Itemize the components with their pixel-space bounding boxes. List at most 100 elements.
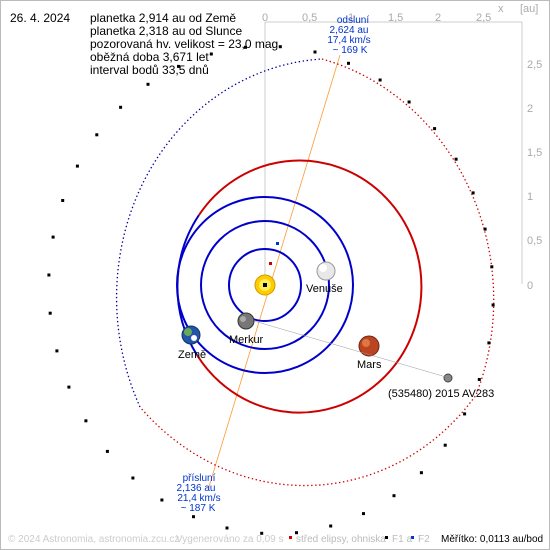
earth-icon xyxy=(181,325,201,345)
y-tick-2: 2 xyxy=(527,103,533,115)
orbit-position-marker xyxy=(61,199,65,202)
ellipse-center-marker xyxy=(269,262,272,265)
perihelion-title: přísluní xyxy=(183,473,216,484)
orbit-position-marker xyxy=(477,378,481,381)
venus-orbit xyxy=(200,220,330,350)
asteroid-icon xyxy=(443,373,453,383)
axes: x [au] 0 0,5 1 1,5 2 2,5 2,5 2 1,5 1 0,5… xyxy=(262,3,542,292)
distance-from-sun: planetka 2,318 au od Slunce xyxy=(90,24,243,38)
x-tick-2-5: 2,5 xyxy=(476,12,491,24)
aphelion-temp: ~ 169 K xyxy=(333,45,368,56)
x-tick-0: 0 xyxy=(262,12,268,24)
apsis-line xyxy=(207,54,341,491)
sun-icon xyxy=(254,274,276,296)
planet-orbits xyxy=(176,159,423,414)
y-tick-1-5: 1,5 xyxy=(527,147,542,159)
orbit-position-marker xyxy=(47,273,51,277)
scale-text: Měřítko: 0,0113 au/bod xyxy=(441,534,544,545)
orbit-position-marker xyxy=(75,164,79,168)
orbit-position-marker xyxy=(487,341,491,345)
orbit-position-marker xyxy=(329,524,333,528)
legend-f1-marker xyxy=(385,536,388,539)
orbit-position-marker xyxy=(209,52,213,56)
orbit-position-markers xyxy=(47,45,495,535)
asteroid-orbit xyxy=(115,58,495,487)
orbit-position-marker xyxy=(490,265,494,269)
distance-from-earth: planetka 2,914 au od Země xyxy=(90,11,237,25)
orbit-position-marker xyxy=(105,449,109,453)
orbit-position-marker xyxy=(84,419,88,423)
mars-orbit-near-half xyxy=(196,159,423,414)
orbit-position-marker xyxy=(160,498,164,502)
orbit-position-marker xyxy=(362,512,365,516)
copyright-text: © 2024 Astronomia, astronomia.zcu.cz xyxy=(8,534,180,545)
point-interval: interval bodů 33,5 dnů xyxy=(90,63,209,77)
venus-label: Venuše xyxy=(306,283,343,295)
orbit-position-marker xyxy=(433,127,437,131)
legend-f2-marker xyxy=(411,536,414,539)
legend-center-marker xyxy=(289,536,292,539)
mars-label: Mars xyxy=(357,359,382,371)
orbit-position-marker xyxy=(454,157,458,161)
x-axis-label: x xyxy=(498,3,504,15)
orbit-position-marker xyxy=(407,100,411,104)
orbit-position-marker xyxy=(146,82,150,86)
mercury-label: Merkur xyxy=(229,334,264,346)
orbit-position-marker xyxy=(67,385,71,389)
y-tick-0-5: 0,5 xyxy=(527,235,542,247)
perihelion-temp: ~ 187 K xyxy=(181,503,216,514)
orbit-position-marker xyxy=(483,227,487,231)
orbit-position-marker xyxy=(313,50,317,54)
orbit-position-marker xyxy=(491,303,495,307)
legend-f1-text: F1 a xyxy=(392,534,413,545)
orbit-position-marker xyxy=(55,349,59,353)
mercury-orbit xyxy=(228,248,302,322)
orbit-position-marker xyxy=(471,191,475,195)
x-tick-1: 1 xyxy=(348,12,354,24)
orbit-position-marker xyxy=(48,311,52,315)
orbit-position-marker xyxy=(463,412,467,416)
orbit-position-marker xyxy=(443,443,447,447)
legend-f2-text: F2 xyxy=(418,534,430,545)
asteroid-orbit-far-half xyxy=(115,58,323,408)
orbit-position-marker xyxy=(95,133,99,137)
unit-label: [au] xyxy=(520,3,538,15)
orbit-position-marker xyxy=(419,471,423,475)
perihelion-speed: 21,4 km/s xyxy=(177,493,220,504)
y-tick-0: 0 xyxy=(527,280,533,292)
legend-center-text: střed elipsy, ohniska xyxy=(296,534,386,545)
asteroid-label: (535480) 2015 AV283 xyxy=(388,388,494,400)
generated-time: Vygenerováno za 0,09 s xyxy=(176,534,284,545)
mercury-icon xyxy=(237,312,255,330)
aphelion-speed: 17,4 km/s xyxy=(327,35,370,46)
orbit-position-marker xyxy=(295,531,298,535)
perihelion-label: přísluní 2,136 au 21,4 km/s ~ 187 K xyxy=(177,473,221,514)
perihelion-distance: 2,136 au xyxy=(177,483,216,494)
orbit-position-marker xyxy=(244,45,247,49)
orbit-position-marker xyxy=(278,45,282,49)
orbit-position-marker xyxy=(347,61,350,65)
mars-icon xyxy=(358,335,380,357)
x-tick-2: 2 xyxy=(435,12,441,24)
orbit-position-marker xyxy=(131,476,135,480)
venus-icon xyxy=(316,261,336,281)
orbit-position-marker xyxy=(392,494,396,498)
aphelion-label: odsluní 2,624 au 17,4 km/s ~ 169 K xyxy=(327,15,370,56)
orbit-position-marker xyxy=(119,105,123,109)
date-label: 26. 4. 2024 xyxy=(10,11,71,25)
orbital-period: oběžná doba 3,671 let xyxy=(90,50,209,64)
x-tick-1-5: 1,5 xyxy=(388,12,403,24)
focus-f2-marker xyxy=(276,242,279,245)
orbit-position-marker xyxy=(51,235,55,239)
aphelion-distance: 2,624 au xyxy=(330,25,369,36)
observed-magnitude: pozorovaná hv. velikost = 23,0 mag xyxy=(90,37,279,51)
orbit-position-marker xyxy=(378,78,382,82)
orbit-position-marker xyxy=(260,531,264,535)
aphelion-title: odsluní xyxy=(337,15,369,26)
asteroid-orbit-near-half xyxy=(139,58,495,487)
y-tick-2-5: 2,5 xyxy=(527,59,542,71)
orbit-position-marker xyxy=(225,526,229,530)
asteroid-line-of-sight xyxy=(253,320,447,378)
